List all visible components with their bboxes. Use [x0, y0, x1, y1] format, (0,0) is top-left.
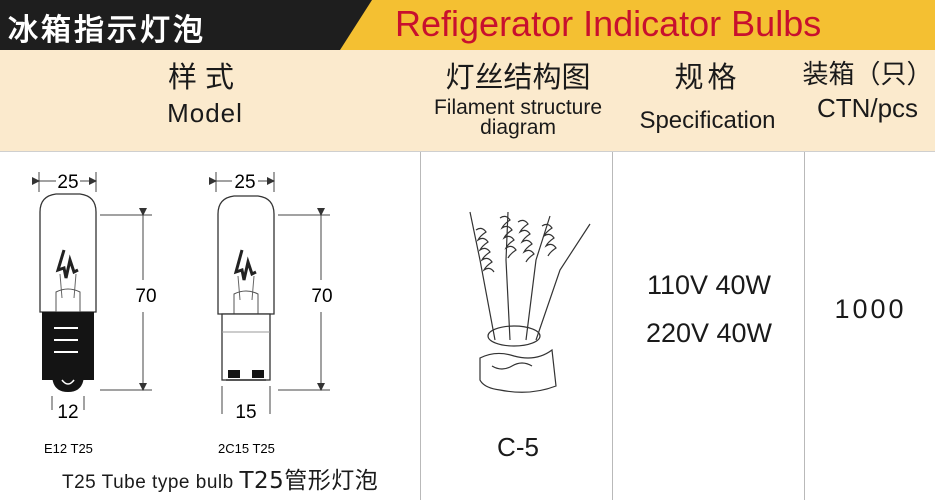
bulb1-base-label: 12	[57, 402, 78, 423]
bulb1-code: E12 T25	[44, 441, 93, 456]
model-header-en: Model	[167, 98, 243, 129]
bulb1-height-label: 70	[135, 286, 156, 307]
column-divider-2	[612, 152, 613, 500]
model-caption-cn: T25管形灯泡	[239, 468, 379, 494]
bulb2-width-label: 25	[234, 172, 255, 193]
title-dark-block	[0, 0, 372, 50]
bulb2-height-label: 70	[311, 286, 332, 307]
ctn-column-header: 装箱（只） CTN/pcs	[800, 60, 935, 124]
filament-column-header: 灯丝结构图 Filament structure diagram	[418, 60, 618, 140]
ctn-quantity: 1000	[834, 294, 907, 324]
column-header-band	[0, 50, 935, 152]
ctn-header-cn: 装箱（只）	[802, 60, 933, 90]
ctn-header-en: CTN/pcs	[816, 93, 919, 124]
model-caption: T25 Tube type bulb T25管形灯泡	[62, 461, 378, 495]
bulb-drawings: 25 70 12 E12 T25 25	[32, 172, 333, 456]
spec-column-header: 规格 Specification	[625, 62, 790, 134]
model-caption-en: T25 Tube type bulb	[62, 472, 234, 493]
spec-header-cn: 规格	[674, 60, 741, 94]
spec-line-2: 220V 40W	[645, 318, 773, 348]
spec-header-en: Specification	[639, 107, 776, 135]
bulb2-base-label: 15	[235, 402, 256, 423]
title-chinese: 冰箱指示灯泡	[8, 13, 206, 48]
bulb1-width-label: 25	[57, 172, 78, 193]
filament-label: C-5	[497, 432, 539, 462]
bulb-2c15: 25 70 15 2C15 T25	[209, 172, 333, 456]
column-divider-1	[420, 152, 421, 500]
header-divider	[0, 151, 935, 152]
bulb-e12: 25 70 12 E12 T25	[32, 172, 157, 456]
column-divider-3	[804, 152, 805, 500]
bulb2-code: 2C15 T25	[218, 441, 275, 456]
filament-header-cn: 灯丝结构图	[445, 60, 591, 94]
spec-line-1: 110V 40W	[646, 270, 772, 300]
model-header-cn: 样式	[167, 60, 242, 94]
model-column-header: 样式 Model	[95, 62, 315, 128]
filament-header-en: Filament structure diagram	[433, 96, 603, 140]
filament-diagram	[469, 211, 591, 393]
title-english: Refigerator Indicator Bulbs	[395, 3, 822, 44]
